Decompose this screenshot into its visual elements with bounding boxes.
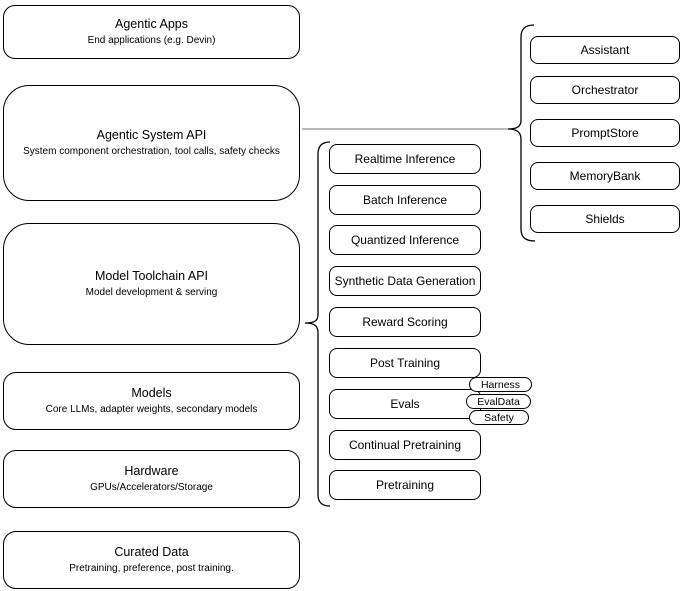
node-subtitle: End applications (e.g. Devin) [87, 35, 216, 46]
node-title: Agentic Apps [115, 17, 188, 31]
node-label: Quantized Inference [350, 233, 460, 247]
tag-evaldata: EvalData [466, 394, 531, 409]
node-label: MemoryBank [569, 169, 641, 183]
node-evals: Evals [329, 389, 481, 419]
node-subtitle: Core LLMs, adapter weights, secondary mo… [45, 404, 258, 415]
tag-label: Safety [484, 411, 514, 424]
node-label: Continual Pretraining [348, 438, 462, 452]
node-realtime-inference: Realtime Inference [329, 144, 481, 174]
node-title: Models [131, 386, 172, 400]
node-curated-data: Curated Data Pretraining, preference, po… [3, 531, 300, 589]
node-subtitle: GPUs/Accelerators/Storage [90, 482, 213, 493]
toolchain-brace [304, 141, 331, 507]
tag-safety: Safety [469, 410, 529, 425]
node-title: Agentic System API [96, 128, 207, 142]
node-label: Pretraining [375, 478, 435, 492]
node-agentic-system-api: Agentic System API System component orch… [3, 85, 300, 201]
node-title: Hardware [124, 464, 179, 478]
node-label: PromptStore [571, 126, 639, 140]
node-subtitle: Model development & serving [85, 287, 218, 298]
tag-label: EvalData [477, 395, 520, 408]
tag-harness: Harness [469, 377, 532, 392]
node-assistant: Assistant [530, 36, 680, 64]
node-memorybank: MemoryBank [530, 162, 680, 190]
node-subtitle: System component orchestration, tool cal… [23, 146, 280, 157]
node-reward-scoring: Reward Scoring [329, 307, 481, 337]
node-label: Shields [585, 212, 625, 226]
node-label: Orchestrator [571, 83, 639, 97]
node-post-training: Post Training [329, 348, 481, 378]
node-label: Realtime Inference [354, 152, 456, 166]
node-quantized-inference: Quantized Inference [329, 225, 481, 255]
node-label: Evals [390, 397, 420, 411]
node-label: Synthetic Data Generation [334, 274, 476, 288]
node-hardware: Hardware GPUs/Accelerators/Storage [3, 450, 300, 508]
node-batch-inference: Batch Inference [329, 185, 481, 215]
node-label: Post Training [369, 356, 441, 370]
node-orchestrator: Orchestrator [530, 76, 680, 104]
node-agentic-apps: Agentic Apps End applications (e.g. Devi… [3, 5, 300, 59]
node-title: Model Toolchain API [94, 269, 209, 283]
tag-label: Harness [480, 378, 521, 391]
node-title: Curated Data [114, 545, 189, 559]
node-pretraining: Pretraining [329, 470, 481, 500]
node-label: Reward Scoring [362, 315, 448, 329]
node-synthetic-data-generation: Synthetic Data Generation [329, 266, 481, 296]
node-shields: Shields [530, 205, 680, 233]
node-promptstore: PromptStore [530, 119, 680, 147]
node-label: Batch Inference [362, 193, 448, 207]
node-models: Models Core LLMs, adapter weights, secon… [3, 372, 300, 430]
node-subtitle: Pretraining, preference, post training. [69, 563, 234, 574]
node-label: Assistant [580, 43, 630, 57]
node-model-toolchain-api: Model Toolchain API Model development & … [3, 223, 300, 345]
node-continual-pretraining: Continual Pretraining [329, 430, 481, 460]
